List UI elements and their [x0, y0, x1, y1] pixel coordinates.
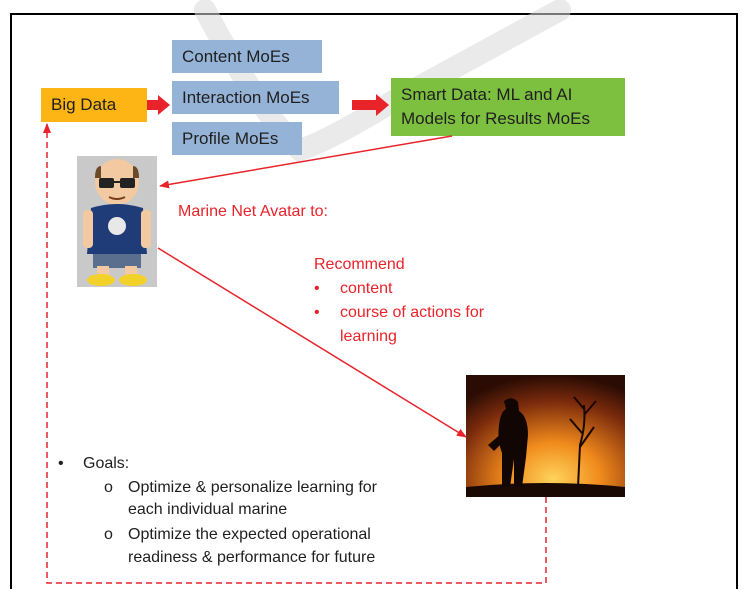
interaction-moes-label: Interaction MoEs	[182, 87, 310, 107]
smart-data-label-line2: Models for Results MoEs	[401, 109, 590, 128]
profile-moes-label: Profile MoEs	[182, 128, 279, 148]
smart-data-label-line1: Smart Data: ML and AI	[401, 85, 573, 104]
diagram-frame	[10, 13, 738, 589]
goal-1-line2: each individual marine	[128, 501, 288, 518]
recommend-item-learning: learning	[340, 328, 397, 345]
recommend-bullet-2: •	[314, 304, 320, 321]
big-data-label: Big Data	[51, 95, 117, 114]
feedback-loop-arrow	[43, 123, 547, 584]
goal-1-line1: Optimize & personalize learning for	[128, 479, 378, 496]
content-moes-box: Content MoEs	[172, 40, 322, 73]
big-data-box: Big Data	[41, 88, 147, 122]
content-moes-label: Content MoEs	[182, 46, 290, 66]
goal-2-line1: Optimize the expected operational	[128, 526, 371, 543]
interaction-moes-box: Interaction MoEs	[172, 81, 339, 114]
goals-bullet: •	[58, 455, 64, 472]
avatar-caption: Marine Net Avatar to:	[178, 203, 328, 220]
recommend-item-course: course of actions for	[340, 304, 485, 321]
arrow-bigdata-to-moes	[147, 95, 170, 115]
recommend-item-content: content	[340, 280, 393, 297]
avatar-image	[77, 156, 157, 287]
arrow-avatar-to-soldier	[157, 247, 467, 438]
goal-1-bullet: o	[104, 479, 113, 496]
arrow-smartdata-to-avatar	[159, 135, 453, 189]
smart-data-box: Smart Data: ML and AI Models for Results…	[391, 78, 625, 136]
profile-moes-box: Profile MoEs	[172, 122, 302, 155]
soldier-silhouette-image	[466, 375, 625, 497]
recommend-bullet-1: •	[314, 280, 320, 297]
goal-2-line2: readiness & performance for future	[128, 549, 376, 566]
goals-heading: Goals:	[83, 455, 130, 472]
recommend-heading: Recommend	[314, 256, 405, 273]
arrow-moes-to-smartdata	[352, 94, 389, 116]
goal-2-bullet: o	[104, 526, 113, 543]
